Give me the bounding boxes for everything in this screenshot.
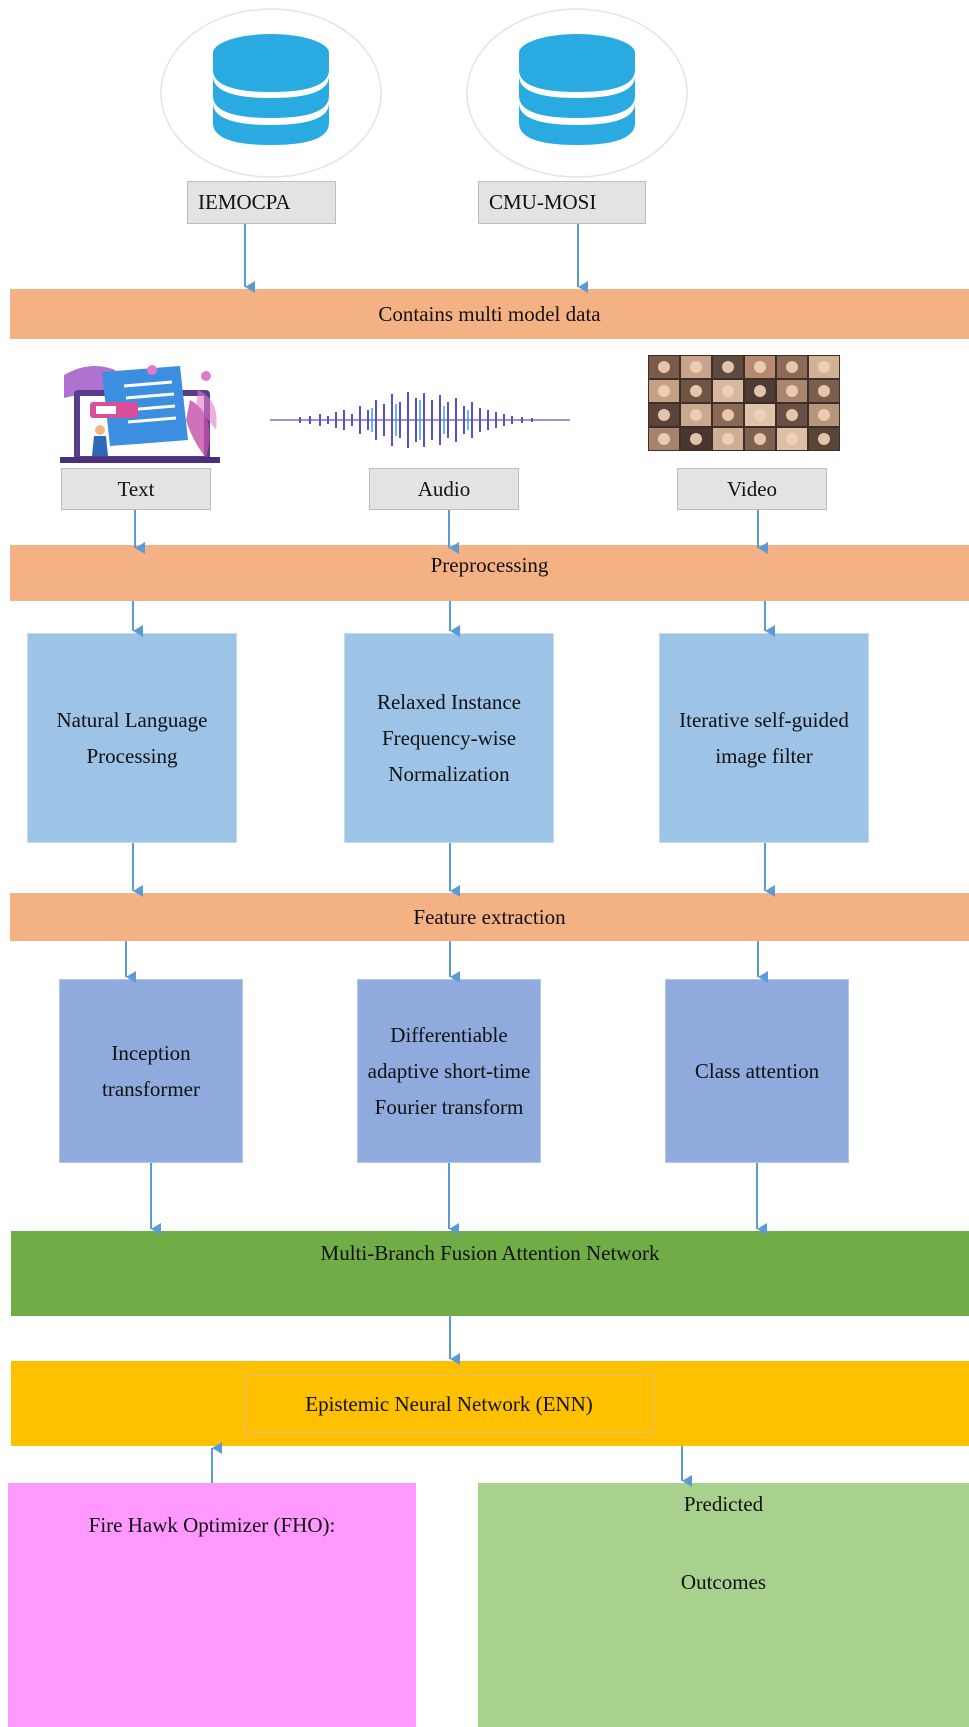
- preprocess-nlp-line1: Natural Language: [56, 708, 208, 732]
- preprocess-box-rifn: Relaxed Instance Frequency-wise Normaliz…: [344, 633, 554, 843]
- enn-label-box: Epistemic Neural Network (ENN): [244, 1375, 654, 1433]
- dataset-label-iemocpa: IEMOCPA: [187, 181, 336, 224]
- feature-inception-line2: transformer: [102, 1077, 200, 1101]
- preprocess-isgif-line2: image filter: [715, 744, 813, 768]
- fusion-network-bar: Multi-Branch Fusion Attention Network: [11, 1231, 969, 1316]
- preprocess-rifn-line3: Normalization: [388, 762, 510, 786]
- dataset-iemocpa-icon-wrap: [160, 8, 382, 178]
- multimodal-data-bar: Contains multi model data: [10, 289, 969, 339]
- database-icon: [466, 8, 688, 178]
- preprocess-isgif-line1: Iterative self-guided: [679, 708, 849, 732]
- predicted-outcomes-line2: Outcomes: [680, 1569, 767, 1594]
- predicted-outcomes-line1: Predicted: [683, 1491, 764, 1516]
- predicted-outcomes-box: Predicted Outcomes: [478, 1483, 969, 1727]
- dataset-label-cmumosi: CMU-MOSI: [478, 181, 646, 224]
- text-illustration: [60, 360, 220, 465]
- feature-dastft-line3: Fourier transform: [374, 1095, 524, 1119]
- dataset-cmumosi-icon-wrap: [466, 8, 688, 178]
- preprocess-rifn-line1: Relaxed Instance: [376, 690, 522, 714]
- feature-inception-line1: Inception: [111, 1041, 191, 1065]
- modality-label-video: Video: [677, 468, 827, 510]
- video-face-grid: [648, 355, 840, 451]
- modality-label-audio: Audio: [369, 468, 519, 510]
- feature-class-attention-line1: Class attention: [694, 1059, 820, 1083]
- feature-extraction-bar: Feature extraction: [10, 893, 969, 941]
- feature-dastft-line1: Differentiable: [390, 1023, 508, 1047]
- preprocess-nlp-line2: Processing: [86, 744, 178, 768]
- preprocess-box-nlp: Natural Language Processing: [27, 633, 237, 843]
- feature-dastft-line2: adaptive short-time: [367, 1059, 531, 1083]
- feature-box-inception: Inception transformer: [59, 979, 243, 1163]
- preprocessing-bar: Preprocessing: [10, 545, 969, 601]
- feature-box-class-attention: Class attention: [665, 979, 849, 1163]
- preprocess-box-isgif: Iterative self-guided image filter: [659, 633, 869, 843]
- preprocess-rifn-line2: Frequency-wise: [381, 726, 517, 750]
- audio-waveform: [270, 390, 570, 450]
- modality-label-text: Text: [61, 468, 211, 510]
- database-icon: [160, 8, 382, 178]
- feature-box-dastft: Differentiable adaptive short-time Fouri…: [357, 979, 541, 1163]
- fire-hawk-optimizer-box: Fire Hawk Optimizer (FHO):: [8, 1483, 416, 1727]
